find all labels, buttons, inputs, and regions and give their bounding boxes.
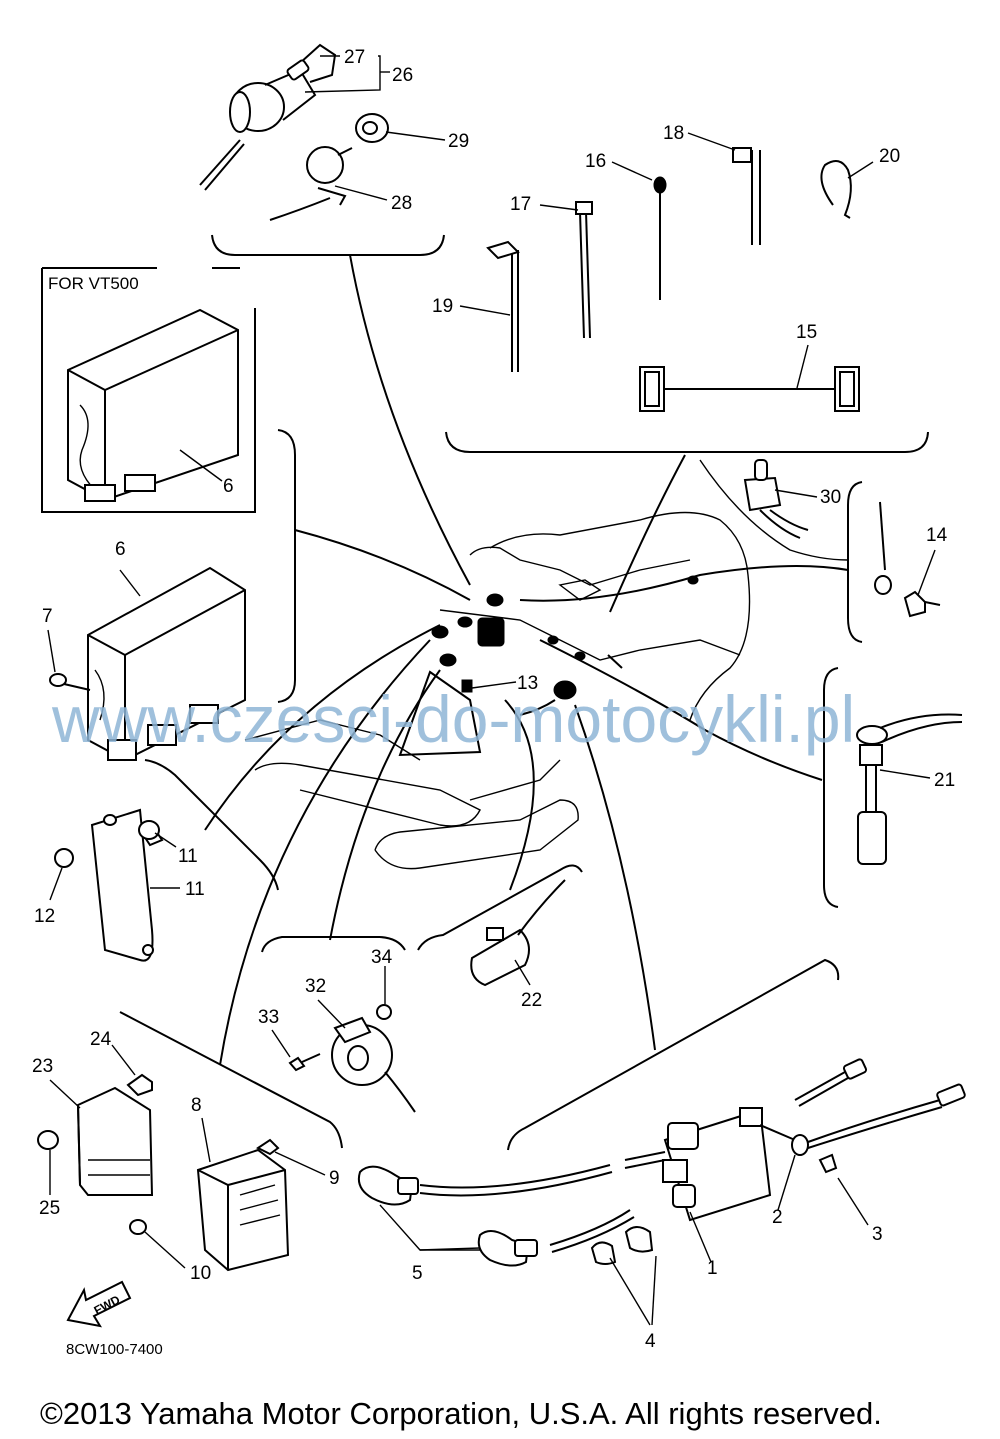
copyright-notice: ©2013 Yamaha Motor Corporation, U.S.A. A… bbox=[40, 1396, 882, 1431]
callout-13: 12 bbox=[34, 906, 55, 927]
regulator-assembly bbox=[129, 1138, 290, 1272]
callout-19: 18 bbox=[663, 123, 684, 144]
callout-33: 33 bbox=[258, 1007, 279, 1028]
condenser bbox=[470, 879, 566, 987]
callout-6-vt500: 6 bbox=[223, 476, 234, 497]
callout-9: 9 bbox=[329, 1168, 340, 1189]
right-side-parts bbox=[743, 459, 963, 865]
ties-and-bands bbox=[486, 147, 860, 412]
callout-29: 28 bbox=[391, 193, 412, 214]
callout-25: 24 bbox=[90, 1029, 112, 1050]
ignition-coil-assembly bbox=[357, 1058, 966, 1267]
callout-3: 3 bbox=[872, 1224, 883, 1245]
callout-8: 8 bbox=[191, 1095, 202, 1116]
callout-14: 13 bbox=[517, 673, 538, 694]
callout-31: 30 bbox=[820, 487, 841, 508]
callout-1: 1 bbox=[707, 1258, 718, 1279]
callout-20: 19 bbox=[432, 296, 453, 317]
callout-15: 14 bbox=[926, 525, 948, 546]
callout-34: 34 bbox=[371, 947, 393, 968]
callout-16: 15 bbox=[796, 322, 817, 343]
fwd-arrow: FWD bbox=[66, 1280, 132, 1328]
callout-17: 16 bbox=[585, 151, 606, 172]
wire-harness bbox=[204, 254, 849, 1066]
rectifier-assembly bbox=[37, 1073, 154, 1196]
watermark-text: www.czesci-do-motocykli.pl bbox=[51, 682, 855, 756]
callout-numbers: 27 26 29 28 18 16 20 17 19 15 6 6 30 14 … bbox=[32, 47, 955, 1352]
horn-assembly bbox=[288, 1004, 416, 1113]
cdi-unit bbox=[49, 566, 246, 762]
callout-7: 7 bbox=[42, 606, 53, 627]
callout-12: 11 bbox=[178, 846, 198, 867]
callout-18: 17 bbox=[510, 194, 531, 215]
vt500-box: FOR VT500 bbox=[41, 267, 256, 513]
callout-2: 2 bbox=[772, 1207, 783, 1228]
diagram-code: 8CW100-7400 bbox=[66, 1341, 163, 1358]
callout-32: 32 bbox=[305, 976, 326, 997]
group-brackets bbox=[119, 234, 929, 1151]
callout-28: 27 bbox=[344, 47, 365, 68]
bracket-assembly bbox=[54, 808, 164, 962]
callout-27: 26 bbox=[392, 65, 413, 86]
callout-22: 21 bbox=[934, 770, 955, 791]
callout-26: 25 bbox=[39, 1198, 60, 1219]
leader-lines bbox=[47, 55, 936, 1326]
callout-30: 29 bbox=[448, 131, 469, 152]
callout-11: 11 bbox=[185, 879, 205, 900]
main-switch-assembly bbox=[199, 43, 389, 221]
connector-cluster bbox=[431, 575, 699, 716]
callout-24: 23 bbox=[32, 1056, 53, 1077]
callout-10: 10 bbox=[190, 1263, 211, 1284]
callout-23: 22 bbox=[521, 990, 542, 1011]
callout-4: 4 bbox=[645, 1331, 656, 1352]
vt500-label: FOR VT500 bbox=[48, 274, 139, 293]
callout-5: 5 bbox=[412, 1263, 423, 1284]
callout-6: 6 bbox=[115, 539, 126, 560]
callout-21: 20 bbox=[879, 146, 900, 167]
